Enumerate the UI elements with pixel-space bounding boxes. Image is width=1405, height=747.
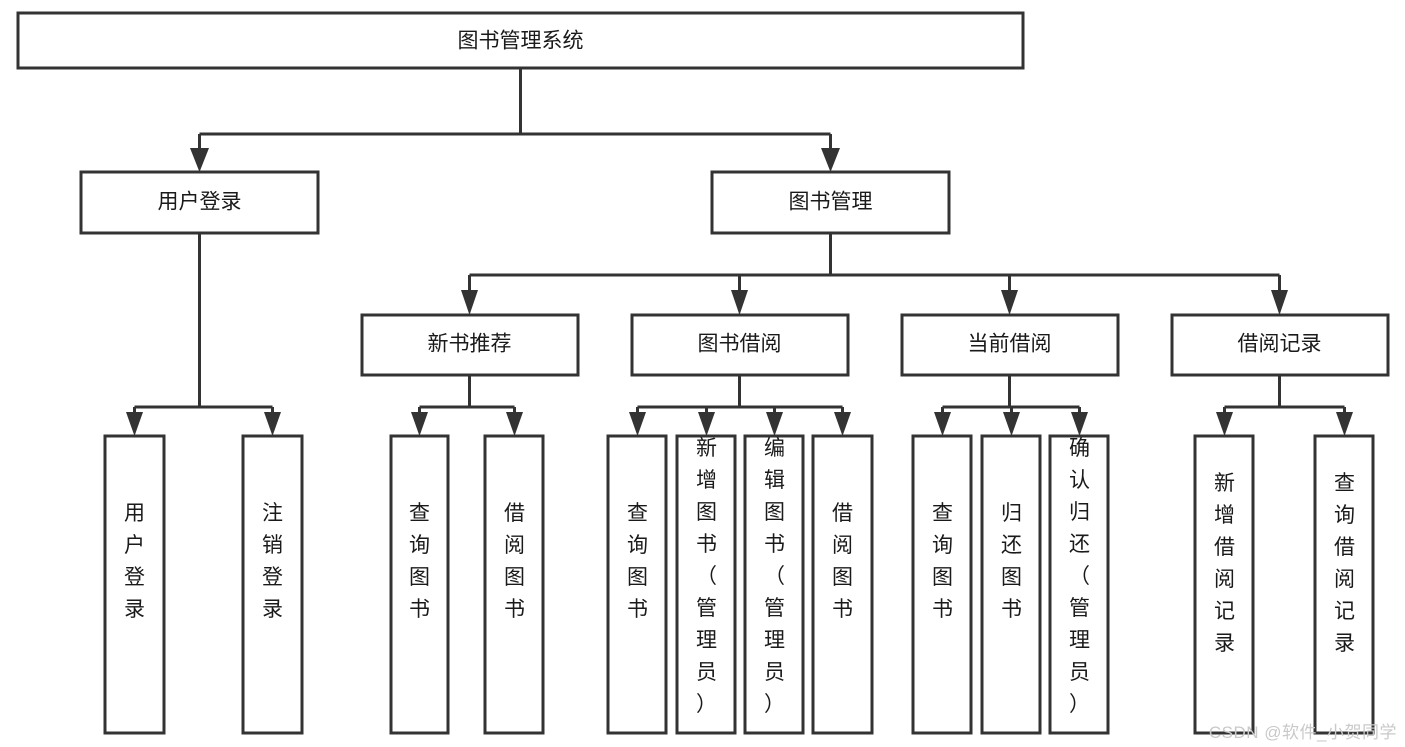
- leaf-br-add-record-label: 新增借阅记录: [1214, 472, 1235, 655]
- leaf-user-login-box[interactable]: [103, 434, 166, 735]
- node-current-borrow-label: 当前借阅: [968, 333, 1052, 356]
- node-book-management-box[interactable]: [710, 170, 951, 235]
- node-new-book-recommend-box[interactable]: [360, 313, 580, 377]
- leaf-cb-query-book-box[interactable]: [911, 434, 973, 735]
- leaf-bb-borrow-book-label: 借阅图书: [832, 502, 853, 621]
- leaf-logout[interactable]: 注销登录: [241, 434, 304, 735]
- arrow-head-cb-confirm: [1071, 412, 1088, 436]
- arrow-head-nb-query: [411, 412, 428, 436]
- arrow-head-cb-return: [1003, 412, 1020, 436]
- leaf-cb-return-book-box[interactable]: [980, 434, 1042, 735]
- node-root-label: 图书管理系统: [458, 30, 584, 53]
- leaf-nb-query-book[interactable]: 查询图书: [389, 434, 450, 735]
- leaf-bb-borrow-book-box[interactable]: [811, 434, 874, 735]
- leaf-bb-add-book-admin-box[interactable]: [675, 434, 737, 735]
- leaf-bb-borrow-book[interactable]: 借阅图书: [811, 434, 874, 735]
- edges-layer: [126, 68, 1353, 436]
- arrow-head-bb-edit: [766, 412, 783, 436]
- node-borrow-record-box[interactable]: [1170, 313, 1390, 377]
- leaf-br-query-record-box[interactable]: [1313, 434, 1375, 735]
- node-book-management[interactable]: 图书管理: [710, 170, 951, 235]
- leaf-bb-add-book-admin[interactable]: 新增图书（管理员）: [675, 434, 737, 735]
- leaf-nb-borrow-book[interactable]: 借阅图书: [483, 434, 545, 735]
- node-current-borrow[interactable]: 当前借阅: [900, 313, 1120, 377]
- arrow-head-user-login: [190, 148, 209, 172]
- arrow-head-bb-add: [698, 412, 715, 436]
- node-root-box[interactable]: [16, 11, 1025, 70]
- leaf-nb-query-book-box[interactable]: [389, 434, 450, 735]
- leaf-bb-query-book-box[interactable]: [606, 434, 668, 735]
- node-borrow-record-label: 借阅记录: [1238, 333, 1322, 356]
- leaf-cb-query-book-label: 查询图书: [932, 502, 953, 621]
- leaf-nb-borrow-book-label: 借阅图书: [504, 502, 525, 621]
- leaf-cb-query-book[interactable]: 查询图书: [911, 434, 973, 735]
- node-book-management-label: 图书管理: [789, 191, 873, 214]
- arrow-head-leaf-user-login: [126, 412, 143, 436]
- arrow-head-bb-query: [629, 412, 646, 436]
- leaf-nb-query-book-label: 查询图书: [409, 502, 430, 621]
- leaf-br-query-record[interactable]: 查询借阅记录: [1313, 434, 1375, 735]
- leaf-logout-box[interactable]: [241, 434, 304, 735]
- arrow-head-borrow-record: [1271, 290, 1288, 315]
- leaf-br-add-record-box[interactable]: [1193, 434, 1255, 735]
- leaf-br-add-record[interactable]: 新增借阅记录: [1193, 434, 1255, 735]
- node-borrow-record[interactable]: 借阅记录: [1170, 313, 1390, 377]
- leaf-br-query-record-label: 查询借阅记录: [1334, 472, 1355, 655]
- leaf-cb-return-book-label: 归还图书: [1001, 502, 1022, 621]
- leaf-user-login-label: 用户登录: [124, 502, 145, 621]
- leaf-bb-query-book-label: 查询图书: [627, 502, 648, 621]
- arrow-head-current-borrow: [1001, 290, 1018, 315]
- arrow-head-br-query: [1336, 412, 1353, 436]
- leaf-cb-return-book[interactable]: 归还图书: [980, 434, 1042, 735]
- leaf-cb-confirm-return-admin-label: 确认归还（管理员）: [1069, 437, 1090, 716]
- leaf-bb-query-book[interactable]: 查询图书: [606, 434, 668, 735]
- leaf-cb-confirm-return-admin[interactable]: 确认归还（管理员）: [1048, 434, 1110, 735]
- node-book-borrow[interactable]: 图书借阅: [630, 313, 850, 377]
- node-root[interactable]: 图书管理系统: [16, 11, 1025, 70]
- leaf-bb-edit-book-admin-box[interactable]: [743, 434, 805, 735]
- arrow-head-book-mgmt: [821, 148, 840, 172]
- arrow-head-bb-borrow: [834, 412, 851, 436]
- node-new-book-recommend-label: 新书推荐: [428, 333, 512, 356]
- arrow-head-new-book-rec: [461, 290, 478, 315]
- arrow-head-cb-query: [934, 412, 951, 436]
- arrow-head-nb-borrow: [506, 412, 523, 436]
- arrow-head-book-borrow: [731, 290, 748, 315]
- node-user-login-label: 用户登录: [158, 191, 242, 214]
- leaf-cb-confirm-return-admin-box[interactable]: [1048, 434, 1110, 735]
- leaf-nb-borrow-book-box[interactable]: [483, 434, 545, 735]
- arrow-head-leaf-logout: [264, 412, 281, 436]
- node-user-login[interactable]: 用户登录: [79, 170, 320, 235]
- arrow-head-br-add: [1216, 412, 1233, 436]
- node-book-borrow-box[interactable]: [630, 313, 850, 377]
- node-book-borrow-label: 图书借阅: [698, 333, 782, 356]
- leaf-bb-edit-book-admin[interactable]: 编辑图书（管理员）: [743, 434, 805, 735]
- leaf-bb-edit-book-admin-label: 编辑图书（管理员）: [764, 437, 785, 716]
- leaf-user-login[interactable]: 用户登录: [103, 434, 166, 735]
- node-new-book-recommend[interactable]: 新书推荐: [360, 313, 580, 377]
- leaf-logout-label: 注销登录: [262, 502, 283, 621]
- node-current-borrow-box[interactable]: [900, 313, 1120, 377]
- leaf-bb-add-book-admin-label: 新增图书（管理员）: [696, 437, 717, 716]
- node-user-login-box[interactable]: [79, 170, 320, 235]
